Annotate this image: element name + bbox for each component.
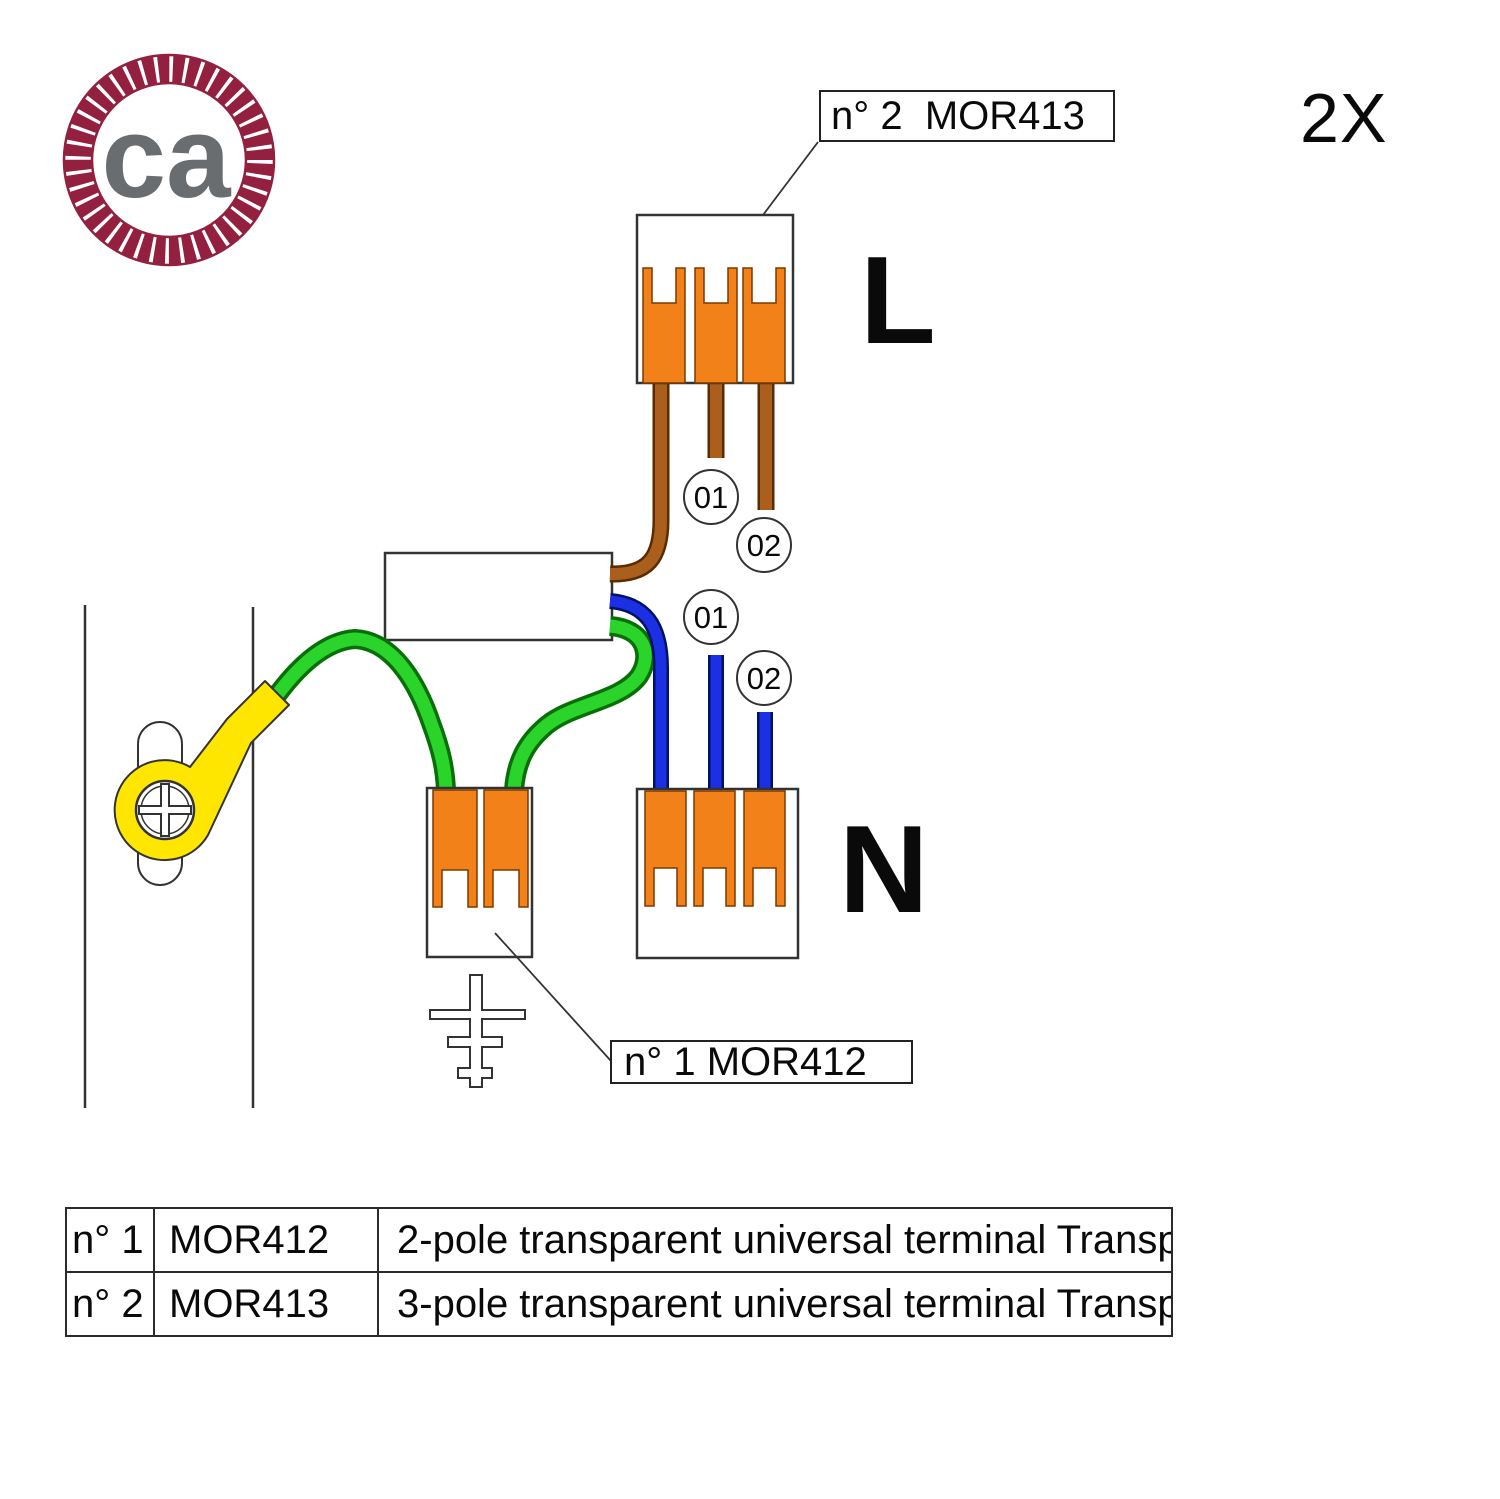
terminal-live-clamp-2	[694, 267, 738, 384]
marker-live-01-label: 01	[694, 480, 728, 515]
marker-neutral-01: 01	[683, 589, 739, 645]
terminal-block-live	[635, 213, 795, 385]
terminal-earth-clamp-1	[432, 789, 478, 908]
marker-live-01: 01	[683, 469, 739, 525]
marker-live-01-circle	[683, 469, 739, 525]
earth-wire-from-box-core	[507, 619, 652, 791]
part-description: 2-pole transparent universal terminal Tr…	[377, 1207, 1173, 1273]
marker-neutral-02-label: 02	[747, 661, 781, 696]
marker-neutral-01-circle	[683, 589, 739, 645]
earth-wire-from-box	[504, 616, 656, 791]
terminal-neutral-clamp-3	[743, 790, 786, 907]
marker-live-02-label: 02	[747, 528, 781, 563]
logo-rope-inner-edge	[90, 81, 248, 239]
terminal-block-earth	[425, 786, 534, 959]
terminal-live-clamp-1	[642, 267, 686, 384]
marker-live-02: 02	[736, 517, 792, 573]
terminal-block-neutral	[635, 787, 800, 960]
logo-rope-twists	[64, 55, 274, 265]
junction-box	[383, 551, 614, 642]
terminal-neutral-clamp-1	[644, 790, 687, 907]
neutral-wire-main-core	[609, 595, 667, 790]
ground-symbol	[429, 974, 526, 1088]
earth-wire-ground	[263, 628, 456, 791]
part-code: MOR413	[153, 1271, 379, 1337]
part-code: MOR412	[153, 1207, 379, 1273]
marker-neutral-01-label: 01	[694, 600, 728, 635]
neutral-wire-main	[608, 593, 669, 790]
marker-neutral-02: 02	[736, 650, 792, 706]
part-number: n° 2	[65, 1271, 155, 1337]
earth-screw-cross	[138, 783, 192, 837]
neutral-letter: N	[839, 801, 929, 939]
brand-logo: ca	[62, 53, 276, 267]
quantity-label: 2X	[1300, 79, 1388, 157]
table-row: n° 1 MOR412 2-pole transparent universal…	[65, 1207, 1173, 1273]
live-letter: L	[860, 232, 936, 370]
terminal-neutral-clamp-2	[693, 790, 736, 907]
earth-wire-ground-core	[266, 632, 453, 791]
logo-text: ca	[101, 92, 232, 222]
logo-rope-outer-edge	[62, 53, 276, 267]
part-number: n° 1	[65, 1207, 155, 1273]
parts-table: n° 1 MOR412 2-pole transparent universal…	[65, 1207, 1173, 1337]
marker-live-02-circle	[736, 517, 792, 573]
live-wire-main-core	[609, 384, 667, 581]
table-row: n° 2 MOR413 3-pole transparent universal…	[65, 1271, 1173, 1337]
callout-mor413: n° 2 MOR413	[819, 90, 1115, 142]
marker-neutral-02-circle	[736, 650, 792, 706]
callout-mor412: n° 1 MOR412	[610, 1040, 913, 1084]
part-description: 3-pole transparent universal terminal Tr…	[377, 1271, 1173, 1337]
earth-ring-lug	[113, 680, 290, 862]
live-wire-main	[609, 384, 670, 583]
leader-line-mor413	[762, 141, 819, 216]
terminal-live-clamp-3	[742, 267, 786, 384]
leader-line-mor412	[494, 932, 612, 1062]
terminal-earth-clamp-2	[483, 789, 529, 908]
